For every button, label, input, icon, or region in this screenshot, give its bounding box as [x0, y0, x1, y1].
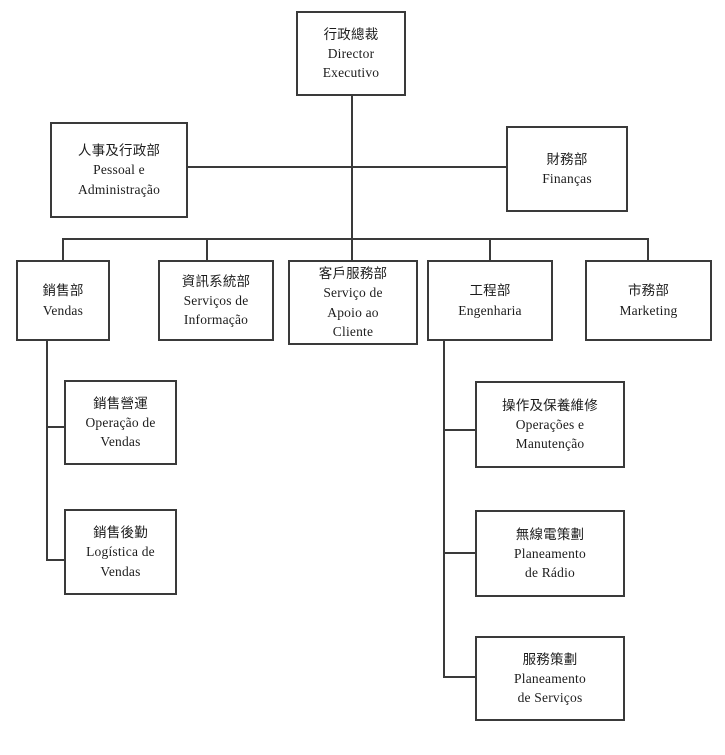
node-label-pt: Director: [327, 45, 375, 61]
node-label-pt: Logística de: [86, 544, 155, 560]
node-operacao-vendas: 銷售營運 Operação de Vendas: [64, 380, 177, 465]
connector-level2-rail: [188, 166, 506, 168]
connector-sales-drop: [46, 341, 48, 561]
node-label-pt: Finanças: [542, 171, 592, 186]
node-label-zh: 銷售後勤: [93, 525, 148, 541]
node-financas: 財務部 Finanças: [506, 126, 628, 212]
node-label-pt: Cliente: [332, 323, 374, 339]
node-planeamento-servicos: 服務策劃 Planeamento de Serviços: [475, 636, 625, 721]
node-marketing: 市務部 Marketing: [585, 260, 712, 341]
node-label-zh: 銷售營運: [93, 395, 148, 411]
connector-ceo-trunk: [351, 96, 353, 261]
node-label-pt: Vendas: [100, 563, 141, 579]
connector-branch-sales-logistics: [46, 559, 64, 561]
node-pessoal-administracao: 人事及行政部 Pessoal e Administração: [50, 122, 188, 218]
node-logistica-vendas: 銷售後勤 Logística de Vendas: [64, 509, 177, 595]
node-operacoes-manutencao: 操作及保養維修 Operações e Manutenção: [475, 381, 625, 468]
node-label-pt: Serviço de: [323, 285, 383, 301]
node-label-zh: 銷售部: [42, 283, 84, 299]
connector-stub-sales: [62, 238, 64, 262]
connector-level3-rail: [62, 238, 649, 240]
connector-stub-info-services: [206, 238, 208, 262]
node-vendas: 銷售部 Vendas: [16, 260, 110, 341]
node-label-pt: Manutenção: [515, 436, 585, 452]
node-label-pt: Planeamento: [514, 670, 586, 686]
node-label-zh: 行政總裁: [323, 26, 379, 42]
node-label-pt: Planeamento: [514, 545, 586, 561]
node-label-pt: Informação: [183, 312, 249, 328]
node-label-zh: 資訊系統部: [181, 273, 251, 289]
node-engenharia: 工程部 Engenharia: [427, 260, 553, 341]
node-label-pt: Serviços de: [183, 292, 249, 308]
node-label-pt: Operação de: [85, 414, 156, 430]
node-label-pt: Marketing: [619, 302, 678, 318]
node-label-pt: Engenharia: [458, 302, 522, 318]
connector-branch-sales-operations: [46, 426, 64, 428]
node-label-pt: de Serviços: [517, 690, 583, 706]
connector-stub-engineering: [489, 238, 491, 262]
node-label-zh: 操作及保養維修: [502, 397, 598, 413]
node-label-pt: Apoio ao: [327, 304, 379, 320]
node-label-pt: de Rádio: [525, 565, 575, 581]
node-label-pt: Executivo: [322, 65, 380, 81]
connector-branch-service-planning: [443, 676, 475, 678]
connector-branch-operations-maintenance: [443, 429, 475, 431]
node-servico-apoio-cliente: 客戶服務部 Serviço de Apoio ao Cliente: [288, 260, 418, 345]
node-servicos-informacao: 資訊系統部 Serviços de Informação: [158, 260, 274, 341]
node-label-zh: 人事及行政部: [77, 143, 161, 159]
node-planeamento-radio: 無線電策劃 Planeamento de Rádio: [475, 510, 625, 597]
node-label-pt: Vendas: [100, 434, 141, 450]
node-director-executivo: 行政總裁 Director Executivo: [296, 11, 406, 96]
node-label-zh: 無線電策劃: [515, 526, 585, 542]
node-label-zh: 服務策劃: [522, 651, 578, 667]
node-label-zh: 工程部: [469, 283, 511, 299]
node-label-zh: 客戶服務部: [318, 266, 388, 282]
node-label-zh: 市務部: [627, 283, 670, 299]
node-label-pt: Operações e: [515, 416, 585, 432]
node-label-pt: Administração: [77, 181, 161, 197]
connector-engineering-drop: [443, 341, 445, 678]
node-label-pt: Pessoal e: [93, 162, 145, 178]
connector-stub-marketing: [647, 238, 649, 262]
node-label-zh: 財務部: [546, 151, 588, 167]
node-label-pt: Vendas: [42, 302, 84, 318]
connector-branch-radio-planning: [443, 552, 475, 554]
